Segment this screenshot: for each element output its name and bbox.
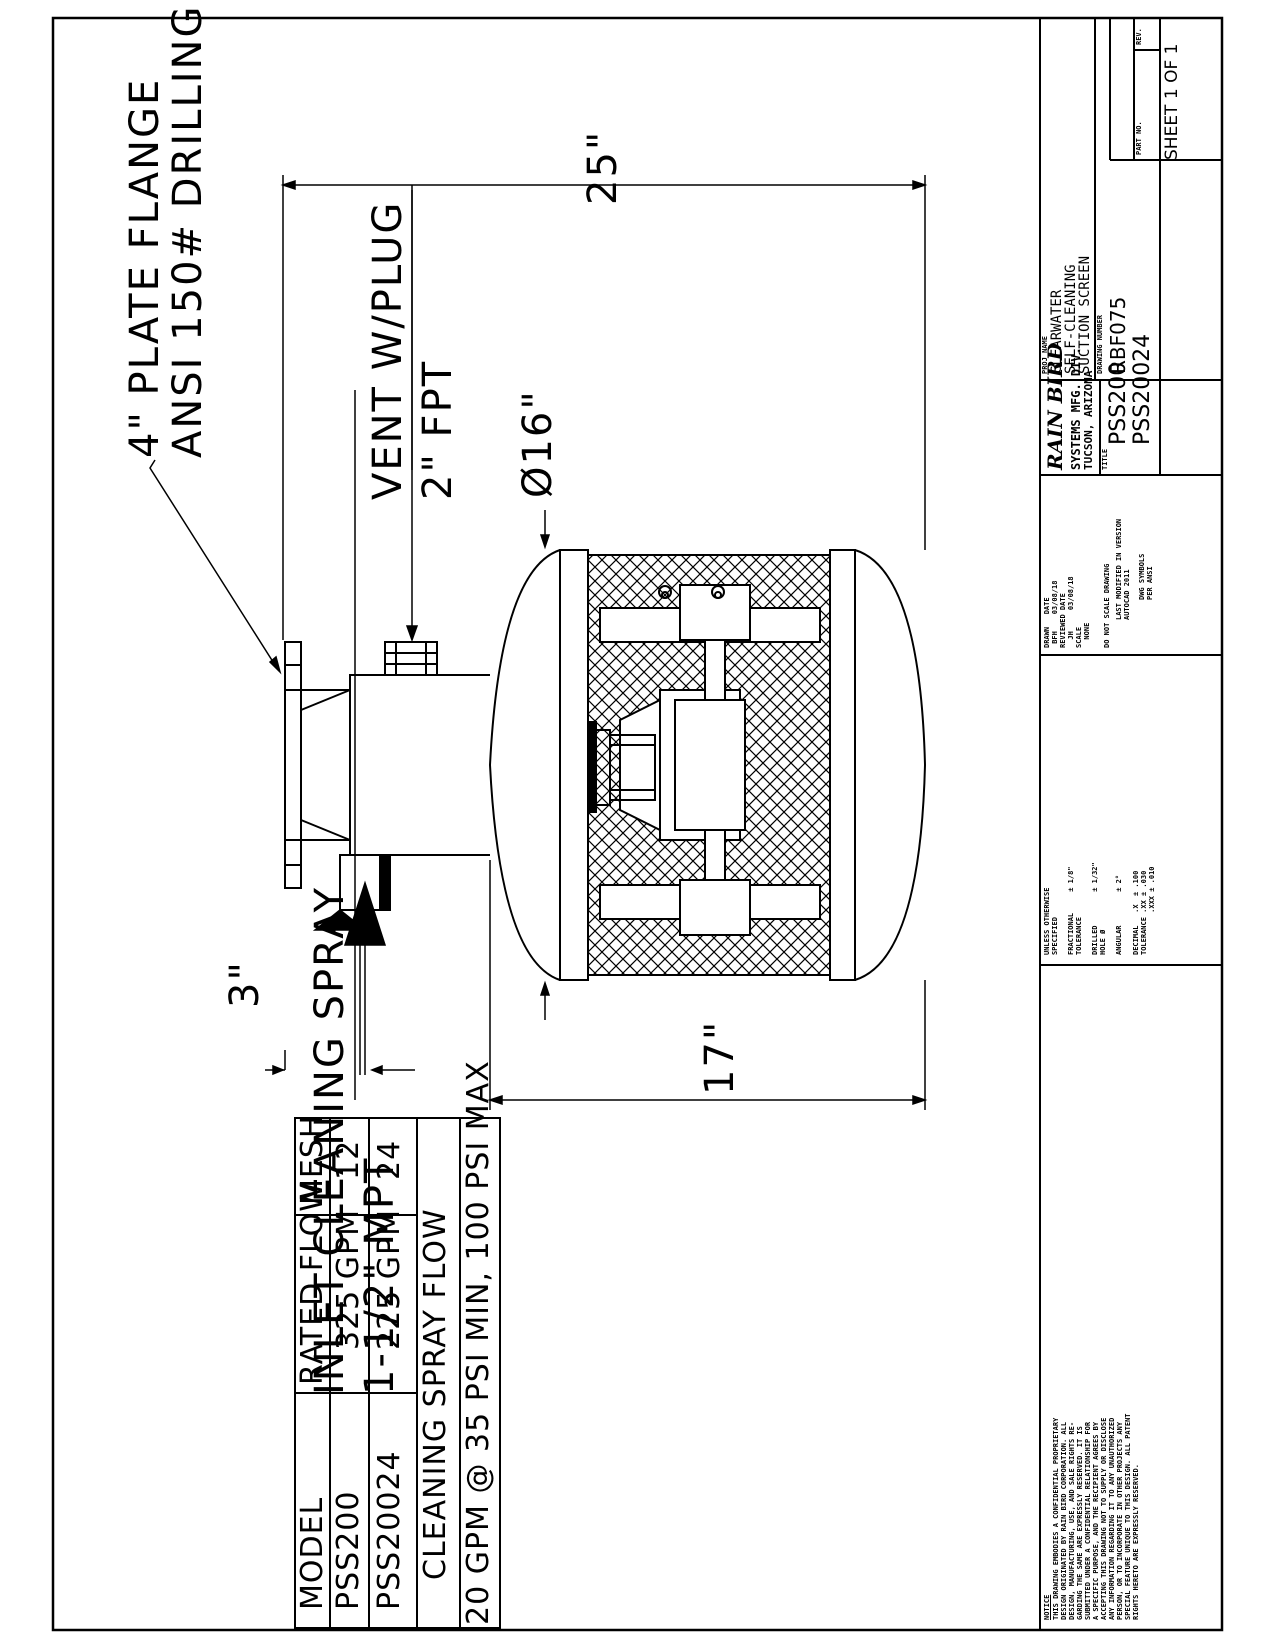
title-line2: PSS20024: [1130, 333, 1155, 445]
right-end-cap: [854, 549, 927, 981]
flange-callout-line1: 4" PLATE FLANGE: [122, 77, 168, 458]
flange-plate: [284, 641, 302, 889]
last-modified: LAST MODIFIED IN VERSION AUTOCAD 2011: [1115, 518, 1132, 620]
dim-diameter: Ø16": [515, 389, 561, 498]
title-block-grid: [1039, 17, 1223, 1631]
proj-line2: SELF-CLEANING: [1063, 264, 1079, 374]
drawing-number: RBF075: [1106, 296, 1130, 374]
drawing-number-label: DRAWING NUMBER: [1096, 314, 1104, 374]
spec-table-grid: [294, 1117, 501, 1629]
table-footer-title: CLEANING SPRAY FLOW: [418, 1208, 453, 1580]
rev-label: REV.: [1135, 28, 1143, 45]
table-header-rated-flow: RATED FLOW: [295, 1181, 330, 1385]
title-label: TITLE: [1101, 448, 1109, 470]
do-not-scale: DO NOT SCALE DRAWING: [1103, 563, 1111, 648]
left-end-cap: [488, 549, 561, 981]
table-row2-mesh: 24: [372, 1139, 407, 1180]
table-row2-model: PSS20024: [372, 1450, 407, 1610]
dimension-lines: [149, 175, 928, 1110]
part-no-label: PART NO.: [1135, 121, 1143, 155]
proj-label: PROJ NAME: [1041, 336, 1049, 374]
flange-callout-line2: ANSI 150# DRILLING: [165, 4, 211, 458]
dim-drum-length: 17": [697, 1019, 743, 1095]
notice-text: THIS DRAWING EMBODIES A CONFIDENTIAL PRO…: [1052, 1413, 1141, 1620]
vent-callout-line2: 2" FPT: [415, 359, 461, 500]
title-line1: PSS200: [1106, 361, 1131, 445]
dim-inlet-offset: 3": [222, 960, 268, 1008]
dim-overall-length: 25": [580, 129, 626, 205]
table-row2-flow: 225 GPM: [372, 1208, 407, 1350]
vent-plug: [384, 641, 438, 676]
notice-label: NOTICE: [1043, 1594, 1051, 1620]
table-header-model: MODEL: [295, 1496, 330, 1610]
inlet-neck: [301, 674, 490, 691]
proj-line1: CLEARWATER: [1049, 289, 1065, 374]
table-row1-model: PSS200: [331, 1490, 366, 1610]
dwg-symbols: DWG SYMBOLS PER ANSI: [1138, 553, 1155, 600]
screen-assembly: [284, 549, 927, 981]
sheet-number: SHEET 1 OF 1: [1162, 43, 1182, 160]
table-footer-value: 20 GPM @ 35 PSI MIN, 100 PSI MAX: [461, 1060, 496, 1625]
tolerance-block: UNLESS OTHERWISE SPECIFIED FRACTIONAL ± …: [1043, 862, 1156, 955]
company-line2: TUCSON, ARIZONA: [1082, 370, 1095, 470]
vent-callout-line1: VENT W/PLUG: [365, 200, 411, 500]
table-header-mesh: MESH: [295, 1114, 330, 1205]
table-row1-flow: 325 GPM: [331, 1208, 366, 1350]
drawn-block: DRAWN DATE BFH 03/08/18 REVIEWED DATE JH…: [1043, 576, 1092, 648]
proj-line3: SUCTION SCREEN: [1077, 255, 1093, 374]
table-row1-mesh: 12: [331, 1139, 366, 1180]
